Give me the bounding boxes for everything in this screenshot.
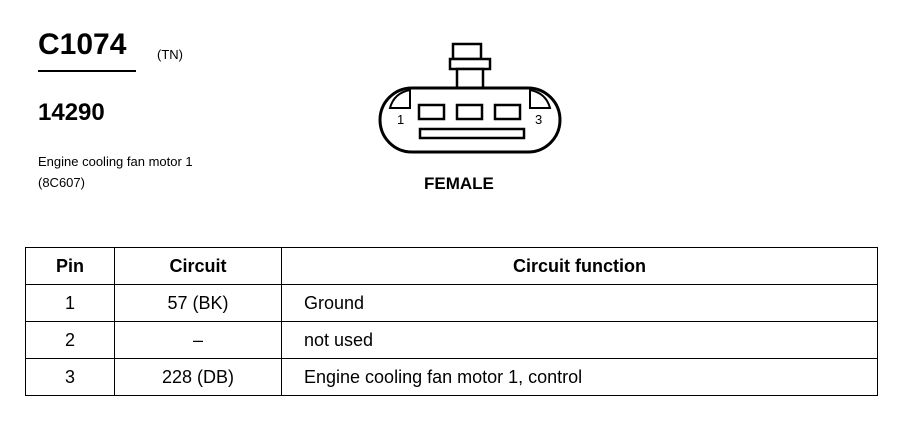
connector-key-right — [529, 88, 552, 109]
table-row: 1 57 (BK) Ground — [25, 284, 878, 322]
pin-table-header-row: Pin Circuit Circuit function — [25, 247, 878, 285]
connector-latch-stem — [455, 67, 485, 90]
circuit-cell: 228 (DB) — [114, 358, 282, 396]
circuit-function-cell: Engine cooling fan motor 1, control — [281, 358, 878, 396]
pin-cell: 1 — [25, 284, 115, 322]
pin-table: Pin Circuit Circuit function 1 57 (BK) G… — [25, 247, 878, 396]
pin-column-header: Pin — [25, 247, 115, 285]
circuit-column-header: Circuit — [114, 247, 282, 285]
connector-base-part: (8C607) — [38, 175, 85, 190]
circuit-function-cell: Ground — [281, 284, 878, 322]
pin-cell: 2 — [25, 321, 115, 359]
pin-cell: 3 — [25, 358, 115, 396]
connector-id: C1074 — [38, 28, 127, 61]
terminal-cavity-1 — [417, 103, 446, 121]
terminal-cavity-3 — [493, 103, 522, 121]
connector-color-code: (TN) — [157, 47, 183, 62]
connector-key-left — [388, 88, 411, 109]
connector-latch-base — [448, 57, 492, 71]
connector-id-underline — [38, 70, 136, 72]
circuit-function-cell: not used — [281, 321, 878, 359]
terminal-cavity-2 — [455, 103, 484, 121]
connector-slot — [418, 127, 526, 140]
table-row: 3 228 (DB) Engine cooling fan motor 1, c… — [25, 358, 878, 396]
circuit-cell: 57 (BK) — [114, 284, 282, 322]
pin-number-label-1: 1 — [397, 112, 404, 127]
part-number: 14290 — [38, 99, 105, 126]
pin-number-label-3: 3 — [535, 112, 542, 127]
circuit-cell: – — [114, 321, 282, 359]
connector-face-diagram: 1 3 — [378, 42, 562, 154]
connector-gender-label: FEMALE — [424, 174, 494, 193]
circuit-function-column-header: Circuit function — [281, 247, 878, 285]
table-row: 2 – not used — [25, 321, 878, 359]
connector-description: Engine cooling fan motor 1 — [38, 154, 193, 169]
connector-latch-tab — [451, 42, 483, 61]
